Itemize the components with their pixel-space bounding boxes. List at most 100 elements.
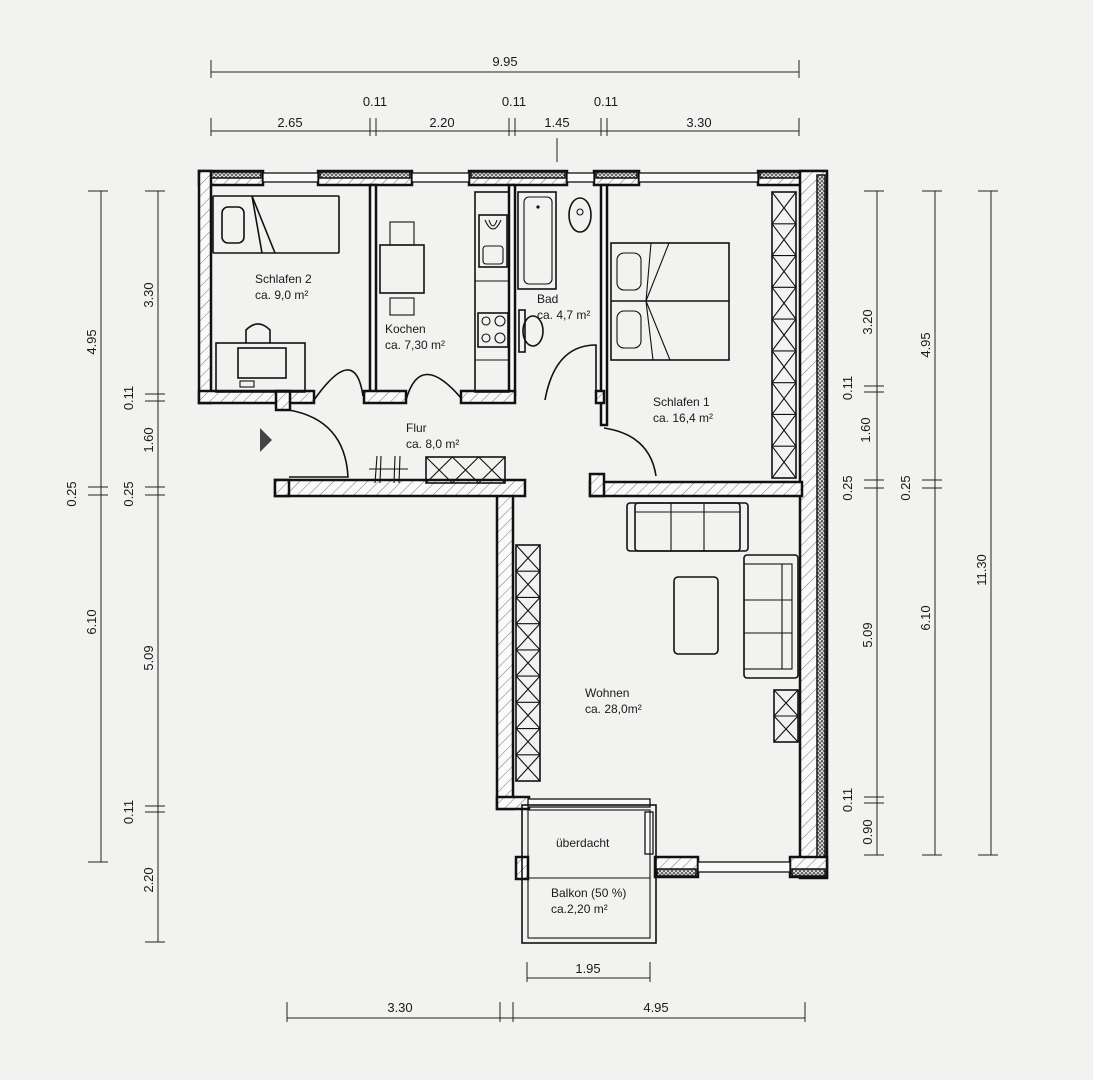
coat-rack: [369, 455, 408, 484]
furniture-schlafen2: [212, 195, 340, 393]
right-dimension-middle: 4.95 0.25 6.10: [898, 190, 942, 856]
dim-label: 0.11: [502, 94, 526, 109]
storage-cell: [771, 318, 797, 352]
storage-cell: [515, 544, 541, 572]
room-label-wohnen: Wohnen ca. 28,0m²: [585, 686, 642, 716]
room-area: ca. 4,7 m²: [537, 308, 590, 322]
room-name: Wohnen: [585, 686, 629, 700]
dim-label: 6.10: [84, 609, 99, 634]
door-bad: [544, 344, 597, 401]
dim-label: 5.09: [860, 622, 875, 647]
storage-cell: [515, 701, 541, 730]
dim-label: 1.60: [858, 417, 873, 442]
room-label-flur: Flur ca. 8,0 m²: [406, 421, 459, 451]
room-label-kochen: Kochen ca. 7,30 m²: [385, 322, 445, 352]
right-dimension-total: 11.30: [974, 190, 998, 856]
storage-cell: [515, 675, 541, 703]
dim-label: 2.20: [429, 115, 454, 130]
furniture-wohnen: [626, 502, 799, 679]
storage-cell: [771, 191, 797, 225]
dim-label: 3.20: [860, 309, 875, 334]
room-area: ca. 8,0 m²: [406, 437, 459, 451]
storage-cell: [515, 649, 541, 677]
dim-label: 0.25: [64, 481, 79, 506]
balcony: [521, 804, 657, 944]
storage-cell: [773, 715, 799, 743]
bottom-dimension-balcony: 1.95: [526, 961, 651, 982]
door-schlafen1: [603, 427, 657, 477]
entrance-arrow-icon: [260, 428, 272, 452]
door-schlafen2: [313, 369, 364, 403]
top-dimension-total: 9.95: [210, 54, 800, 78]
room-name: Bad: [537, 292, 558, 306]
furniture-schlafen1: [610, 242, 730, 361]
dim-label: 2.65: [277, 115, 302, 130]
storage-cell: [773, 689, 799, 717]
room-label-schlafen1: Schlafen 1 ca. 16,4 m²: [653, 395, 713, 425]
dim-label: 0.90: [860, 819, 875, 844]
furniture-bad: [517, 191, 592, 353]
storage-cell: [771, 255, 797, 288]
storage-cell: [771, 414, 797, 447]
dim-label: 4.95: [84, 329, 99, 354]
storage-cell: [771, 350, 797, 384]
door-entrance: [288, 409, 349, 478]
interior-walls: [197, 183, 804, 498]
dim-label: 0.11: [840, 376, 855, 400]
storage-cell: [451, 456, 480, 484]
dim-label: 3.30: [686, 115, 711, 130]
left-dimension-inner: 3.30 0.11 1.60 0.25 5.09 0.11 2.20: [121, 190, 165, 943]
top-dimension-segments: 2.65 0.11 2.20 0.11 1.45 0.11 3.30: [210, 94, 800, 162]
dim-label: 0.11: [121, 386, 136, 410]
room-area: ca. 28,0m²: [585, 702, 642, 716]
room-area: ca.2,20 m²: [551, 902, 608, 916]
dim-label: 11.30: [974, 554, 989, 586]
wardrobe-flur: [425, 456, 506, 484]
storage-cell: [515, 754, 541, 782]
room-area: ca. 7,30 m²: [385, 338, 445, 352]
dim-label: 0.11: [121, 800, 136, 824]
dim-label: 4.95: [643, 1000, 668, 1015]
dim-label: 0.11: [594, 94, 618, 109]
dim-label: 0.25: [898, 475, 913, 500]
dim-label: 2.20: [141, 867, 156, 892]
dim-label: 1.60: [141, 427, 156, 452]
room-name: Kochen: [385, 322, 426, 336]
storage-cell: [771, 287, 797, 320]
storage-cell: [771, 445, 797, 479]
dim-label: 4.95: [918, 332, 933, 357]
bottom-dimension-segments: 3.30 4.95: [286, 1000, 806, 1022]
storage-cell: [515, 623, 541, 651]
dim-label: 9.95: [492, 54, 517, 69]
storage-cell: [425, 456, 453, 484]
dim-label: 1.95: [575, 961, 600, 976]
storage-cell: [515, 570, 541, 598]
doors: [288, 344, 657, 478]
room-name: Schlafen 2: [255, 272, 312, 286]
storage-cell: [515, 728, 541, 756]
storage-cell: [771, 223, 797, 257]
room-label-schlafen2: Schlafen 2 ca. 9,0 m²: [255, 272, 312, 302]
sideboard-wohnen: [773, 689, 799, 743]
dim-label: 5.09: [141, 645, 156, 670]
shelf-wohnen: [515, 544, 541, 782]
room-name: Schlafen 1: [653, 395, 710, 409]
dim-label: 0.11: [363, 94, 387, 109]
storage-cell: [771, 382, 797, 415]
room-label-bad: Bad ca. 4,7 m²: [537, 292, 590, 322]
furniture-kitchenette: [474, 191, 510, 393]
room-area: ca. 16,4 m²: [653, 411, 713, 425]
door-kochen: [405, 373, 462, 401]
dim-label: 0.11: [840, 788, 855, 812]
furniture-kochen: [379, 221, 425, 316]
room-label-ueberdacht: überdacht: [556, 836, 610, 850]
dim-label: 0.25: [840, 475, 855, 500]
wardrobe-schlafen1: [771, 191, 797, 479]
room-name: Flur: [406, 421, 427, 435]
dim-label: 3.30: [141, 282, 156, 307]
storage-cell: [478, 456, 506, 484]
storage-cell: [515, 597, 541, 625]
room-name: Balkon (50 %): [551, 886, 626, 900]
room-area: ca. 9,0 m²: [255, 288, 308, 302]
